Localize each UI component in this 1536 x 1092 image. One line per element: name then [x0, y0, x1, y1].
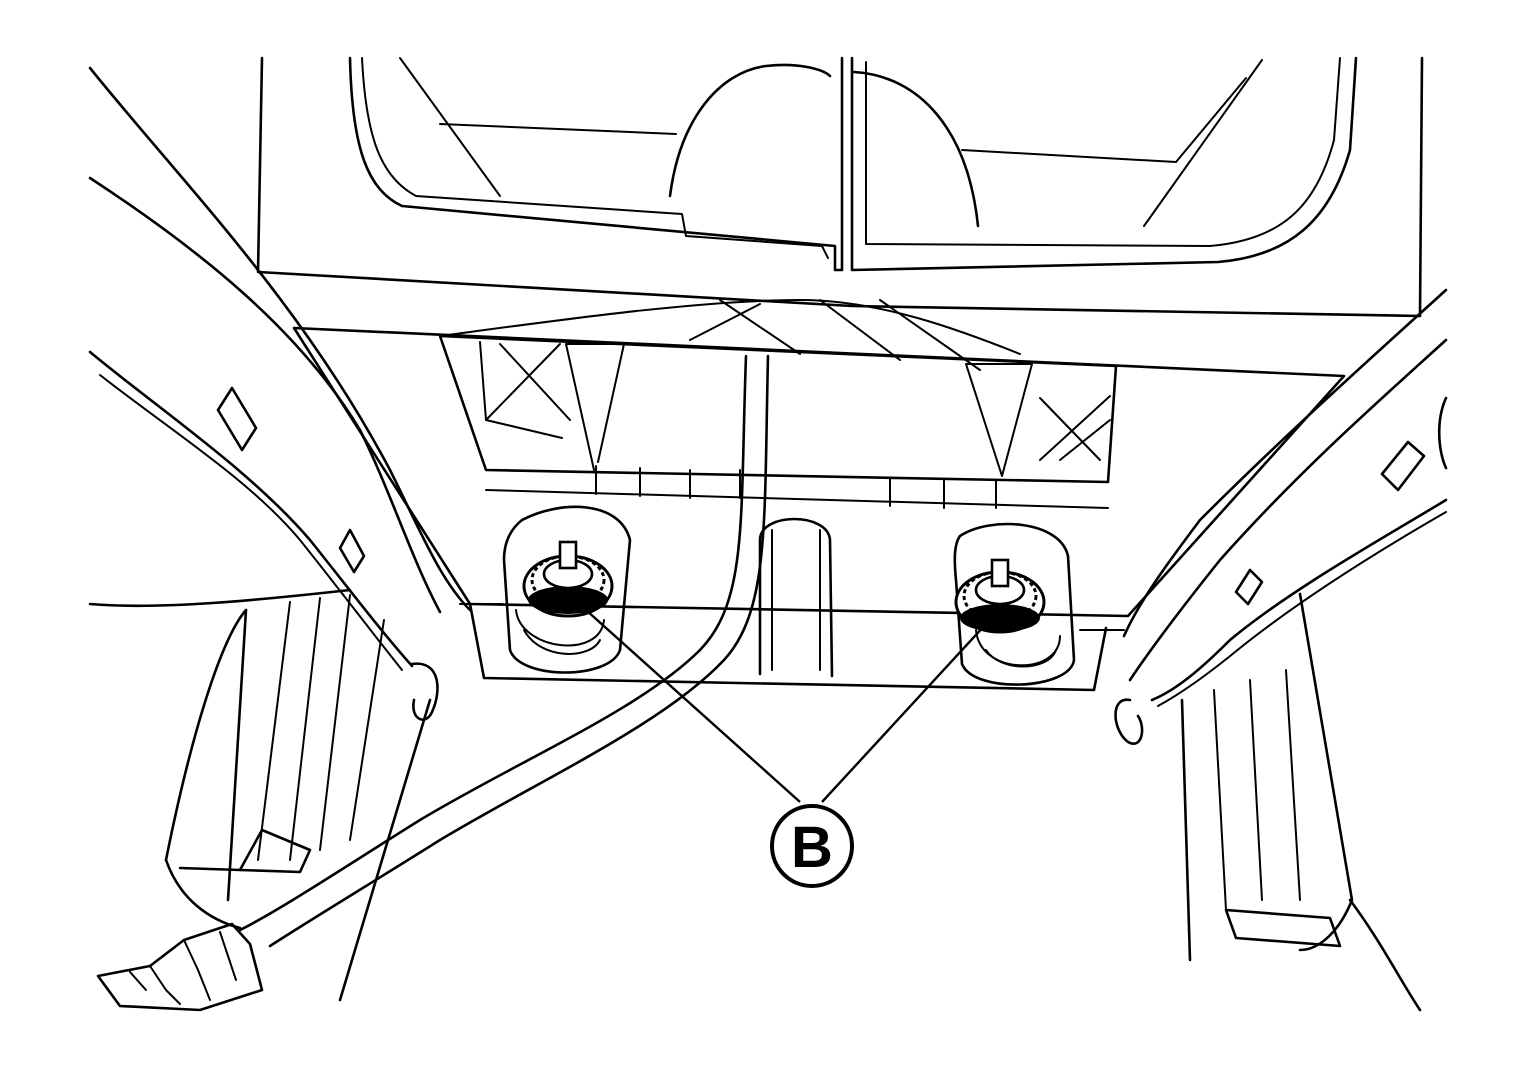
center-bracket [238, 299, 1346, 948]
right-trim-panel [1114, 288, 1448, 1012]
callout-b: B [770, 804, 854, 888]
callout-b-label: B [791, 815, 833, 880]
upper-console [256, 56, 1424, 318]
nut-right [954, 558, 1046, 634]
harness-connector [96, 922, 264, 1012]
left-trim-panel [88, 66, 472, 1002]
callout-leaders [585, 609, 987, 803]
nut-left [522, 540, 614, 618]
